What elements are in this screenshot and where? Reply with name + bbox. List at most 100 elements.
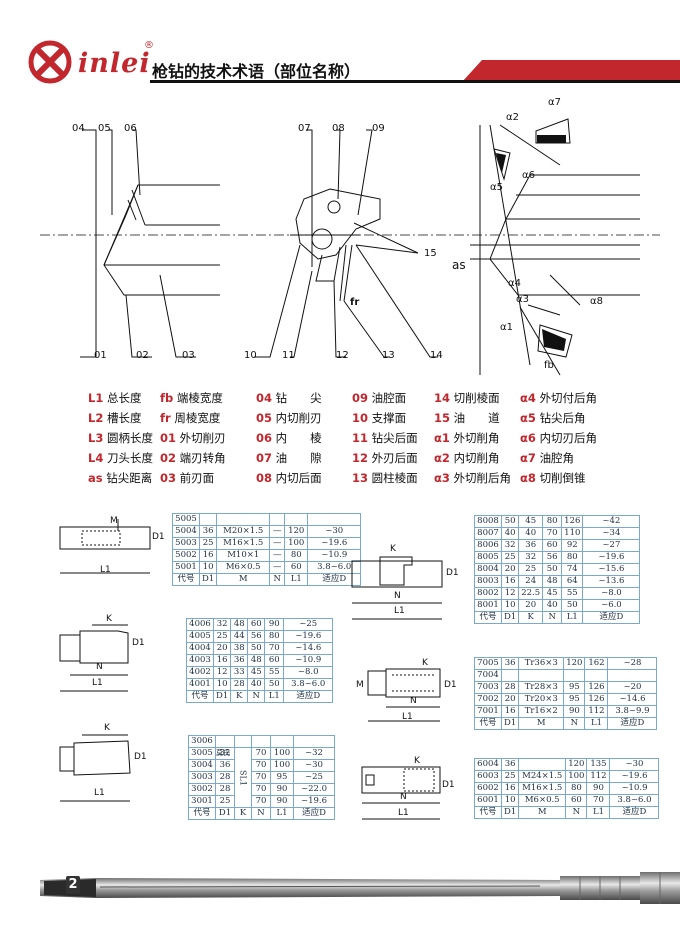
term-code: 11	[352, 431, 369, 445]
term-code: α5	[520, 411, 536, 425]
dim-label-d1: D1	[132, 638, 145, 648]
term-12: L3 圆柄长度	[88, 430, 153, 446]
dim-label-d1: D1	[152, 532, 165, 542]
term-code: 07	[256, 451, 273, 465]
dim-label-d1: D1	[444, 680, 457, 690]
term-20: 07 油 隙	[256, 450, 322, 466]
term-25: 03 前刃面	[160, 470, 214, 486]
term-code: 12	[352, 451, 369, 465]
term-code: 09	[352, 391, 369, 405]
table-cell: 120	[563, 657, 586, 670]
dim-label-l1: L1	[394, 606, 405, 616]
table-header-cell: D1	[212, 690, 232, 703]
term-label: 端棱宽度	[176, 391, 223, 405]
table-header-cell: 适应D	[293, 807, 335, 820]
label-13: 13	[382, 350, 395, 361]
term-code: α7	[520, 451, 536, 465]
term-7: fr 周棱宽度	[160, 410, 220, 426]
label-as: as	[452, 258, 466, 272]
table-header-cell: N	[565, 806, 588, 819]
term-code: 01	[160, 431, 177, 445]
term-label: 内切削刃	[275, 411, 322, 425]
term-label: 内切后面	[275, 471, 322, 485]
dim-label-l1: L1	[100, 565, 111, 575]
table-cell: 92	[561, 539, 584, 552]
table-cell: 64	[561, 575, 584, 588]
term-23: α7 油腔角	[520, 450, 574, 466]
term-code: α1	[434, 431, 450, 445]
term-code: 08	[256, 471, 273, 485]
term-label: 油 道	[453, 411, 500, 425]
term-code: 02	[160, 451, 177, 465]
table-header-cell: N	[542, 611, 563, 624]
term-28: α3 外切削后角	[434, 470, 511, 486]
term-code: L3	[88, 431, 104, 445]
term-label: 钻 尖	[275, 391, 322, 405]
morse-taper-note: 莫氏	[216, 749, 230, 757]
dim-label-k: K	[390, 544, 396, 554]
term-15: 11 钻尖后面	[352, 430, 418, 446]
gun-drill-diagram	[40, 118, 660, 376]
term-2: 04 钻 尖	[256, 390, 322, 406]
term-label: 外切付后角	[539, 391, 598, 405]
term-14: 06 内 棱	[256, 430, 322, 446]
table-header-cell: 适应D	[307, 573, 362, 586]
table-header-cell: L1	[270, 807, 294, 820]
term-0: L1 总长度	[88, 390, 142, 406]
dim-label-k: K	[422, 658, 428, 668]
label-alpha6: α6	[522, 170, 535, 181]
drill-number-badge: 2	[66, 876, 80, 894]
term-label: 钻尖距离	[106, 471, 153, 485]
label-alpha3: α3	[516, 294, 529, 305]
term-label: 端刃转角	[179, 451, 226, 465]
term-4: 14 切削棱面	[434, 390, 500, 406]
term-code: 05	[256, 411, 273, 425]
term-label: 外刃后面	[371, 451, 418, 465]
term-29: α8 切削倒锥	[520, 470, 586, 486]
term-code: fr	[160, 411, 171, 425]
term-label: 内 棱	[275, 431, 322, 445]
term-label: 总长度	[107, 391, 142, 405]
label-02: 02	[136, 350, 149, 361]
term-code: α2	[434, 451, 450, 465]
term-code: α6	[520, 431, 536, 445]
label-09: 09	[372, 123, 385, 134]
label-08: 08	[332, 123, 345, 134]
table-header-cell: N	[563, 717, 586, 730]
term-code: fb	[160, 391, 174, 405]
term-10: 15 油 道	[434, 410, 500, 426]
label-alpha8: α8	[590, 296, 603, 307]
table-cell: 50	[561, 599, 584, 612]
dim-label-l1: L1	[92, 678, 103, 688]
term-13: 01 外切削刃	[160, 430, 226, 446]
term-code: 14	[434, 391, 451, 405]
dim-label-d1: D1	[134, 752, 147, 762]
table-header-cell: D1	[198, 573, 218, 586]
shank-sketches	[59, 519, 443, 820]
term-label: 切削倒锥	[539, 471, 586, 485]
table-header-cell: 代号	[474, 806, 502, 819]
table-header-cell: 适应D	[283, 690, 334, 703]
term-17: α6 内切刃后角	[520, 430, 597, 446]
term-6: L2 槽长度	[88, 410, 142, 426]
title-accent-bar	[462, 60, 680, 82]
dim-label-k: K	[106, 614, 112, 624]
table-header-cell: D1	[500, 806, 520, 819]
table-header-cell: N	[251, 807, 271, 820]
table-header-cell: K	[230, 690, 249, 703]
label-15: 15	[424, 248, 437, 259]
